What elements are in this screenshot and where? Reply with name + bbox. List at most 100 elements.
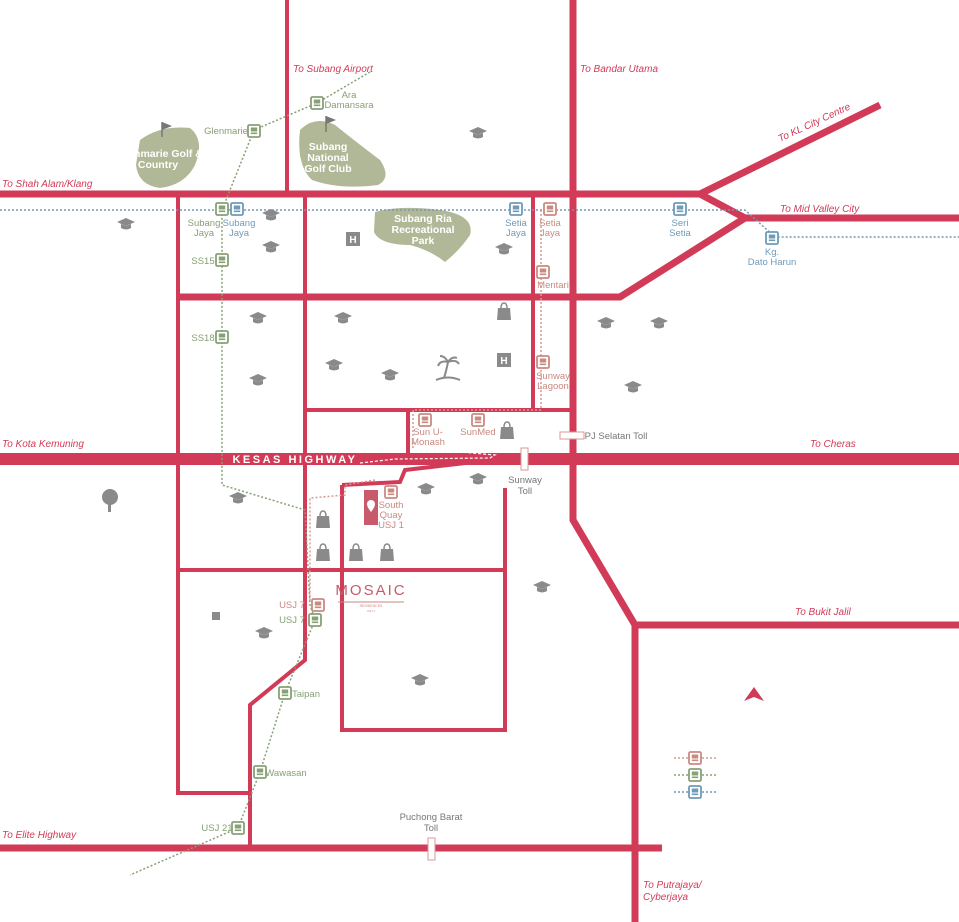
direction-bandar-utama: To Bandar Utama	[580, 64, 658, 75]
svg-text:Cyberjaya: Cyberjaya	[643, 892, 688, 903]
golf-flag-icon	[161, 122, 172, 137]
direction-kota-kemuning: To Kota Kemuning	[2, 439, 84, 450]
svg-text:RESIDENCES: RESIDENCES	[360, 604, 383, 608]
svg-text:Toll: Toll	[518, 486, 532, 497]
svg-text:Seri: Seri	[672, 218, 689, 229]
brt-station-icon	[688, 751, 702, 765]
station-seri-setia[interactable]: Seri Setia	[669, 202, 692, 239]
svg-text:SunMed: SunMed	[460, 427, 495, 438]
station-ss18[interactable]: SS18	[191, 330, 229, 344]
svg-text:Glenmarie: Glenmarie	[204, 126, 248, 137]
station-taipan[interactable]: Taipan	[278, 686, 320, 700]
svg-text:South: South	[379, 500, 404, 511]
station-kg-dato-harun[interactable]: Kg. Dato Harun	[748, 231, 797, 268]
direction-cheras: To Cheras	[810, 439, 856, 450]
svg-text:Subang: Subang	[309, 141, 348, 153]
brt-line	[412, 210, 542, 450]
project-location-marker[interactable]	[364, 490, 378, 525]
svg-text:USJ 7: USJ 7	[279, 600, 305, 611]
svg-text:Quay: Quay	[380, 510, 403, 521]
svg-text:Park: Park	[412, 235, 435, 247]
svg-text:Toll: Toll	[424, 823, 438, 834]
svg-text:Setia: Setia	[505, 218, 527, 229]
station-usj7-brt[interactable]: USJ 7	[279, 598, 325, 612]
station-ss15[interactable]: SS15	[191, 253, 229, 267]
station-subang-jaya-lrt[interactable]: Subang Jaya	[223, 202, 256, 239]
svg-text:National: National	[307, 152, 349, 164]
tree-icon	[102, 489, 118, 512]
station-usj21[interactable]: USJ 21	[201, 821, 245, 835]
svg-text:Country: Country	[138, 159, 178, 171]
toll-sunway: Sunway Toll	[508, 447, 542, 497]
svg-text:Setia: Setia	[539, 218, 561, 229]
direction-bukit-jalil: To Bukit Jalil	[795, 607, 852, 618]
svg-text:Lagoon: Lagoon	[537, 381, 569, 392]
svg-text:MOSAIC: MOSAIC	[335, 582, 406, 599]
svg-text:Dato Harun: Dato Harun	[748, 257, 797, 268]
direction-putrajaya: To Putrajaya/	[643, 880, 703, 891]
park-subang-ria: Subang Ria Recreational Park	[374, 207, 471, 262]
svg-text:Mentari: Mentari	[537, 280, 569, 291]
direction-elite-highway: To Elite Highway	[2, 830, 77, 841]
svg-text:USJ 7: USJ 7	[279, 615, 305, 626]
direction-subang-airport: To Subang Airport	[293, 64, 374, 75]
svg-text:Monash: Monash	[411, 437, 445, 448]
svg-text:USJ 1: USJ 1	[367, 609, 376, 613]
lrt-line	[0, 209, 959, 238]
svg-text:Sun U-: Sun U-	[413, 427, 443, 438]
svg-text:Wawasan: Wawasan	[265, 768, 306, 779]
park-glenmarie: Glenmarie Golf & Country	[117, 127, 203, 188]
svg-text:SS15: SS15	[191, 256, 214, 267]
svg-text:Subang: Subang	[223, 218, 256, 229]
svg-text:Golf Club: Golf Club	[304, 163, 351, 175]
svg-text:SS18: SS18	[191, 333, 214, 344]
svg-text:Sunway: Sunway	[536, 371, 570, 382]
ktm-line	[129, 71, 371, 876]
golf-flag-icon	[325, 116, 336, 132]
svg-text:H: H	[349, 235, 356, 246]
ktm-station-icon	[688, 768, 702, 782]
kesas-highway-label: KESAS HIGHWAY	[232, 454, 357, 466]
svg-text:Jaya: Jaya	[229, 228, 250, 239]
lrt-station-icon	[688, 785, 702, 799]
station-ara-damansara[interactable]: Ara Damansara	[310, 90, 374, 111]
station-sun-u-monash[interactable]: Sun U- Monash	[411, 413, 445, 448]
svg-text:USJ 21: USJ 21	[201, 823, 232, 834]
svg-text:Damansara: Damansara	[324, 100, 374, 111]
sunway-brt-overpass	[359, 451, 497, 464]
svg-text:Jaya: Jaya	[540, 228, 561, 239]
svg-text:Jaya: Jaya	[506, 228, 527, 239]
mosaic-residences-logo: MOSAIC RESIDENCES USJ 1	[335, 582, 406, 613]
toll-puchong-barat: Puchong Barat Toll	[400, 812, 463, 861]
station-setia-jaya-lrt[interactable]: Setia Jaya	[505, 202, 528, 239]
svg-text:Taipan: Taipan	[292, 689, 320, 700]
station-setia-jaya-brt[interactable]: Setia Jaya	[539, 202, 562, 239]
svg-text:Jaya: Jaya	[194, 228, 215, 239]
station-sunmed[interactable]: SunMed	[460, 413, 496, 438]
svg-text:Setia: Setia	[669, 228, 691, 239]
park-subang-national: Subang National Golf Club	[299, 121, 386, 187]
svg-text:Puchong Barat: Puchong Barat	[400, 812, 463, 823]
direction-shah-alam: To Shah Alam/Klang	[2, 179, 93, 190]
svg-text:PJ Selatan Toll: PJ Selatan Toll	[585, 431, 648, 442]
svg-text:Sunway: Sunway	[508, 475, 542, 486]
svg-text:H: H	[500, 356, 507, 367]
brt-line-south	[309, 479, 376, 606]
direction-mid-valley: To Mid Valley City	[780, 204, 860, 215]
svg-text:USJ 1: USJ 1	[378, 520, 404, 531]
station-wawasan[interactable]: Wawasan	[253, 765, 307, 779]
station-usj7-ktm[interactable]: USJ 7	[279, 613, 322, 627]
station-glenmarie[interactable]: Glenmarie	[204, 124, 261, 138]
landmark-icon	[212, 612, 220, 620]
svg-text:Kg.: Kg.	[765, 247, 779, 258]
station-sunway-lagoon[interactable]: Sunway Lagoon	[536, 355, 570, 392]
toll-pj-selatan: PJ Selatan Toll	[559, 431, 648, 442]
station-subang-jaya-ktm[interactable]: Subang Jaya	[188, 202, 229, 239]
palm-tree-icon	[435, 355, 461, 381]
svg-text:Glenmarie Golf &: Glenmarie Golf &	[117, 148, 203, 160]
svg-text:Ara: Ara	[342, 90, 358, 101]
station-south-quay[interactable]: South Quay USJ 1	[378, 485, 404, 531]
station-mentari[interactable]: Mentari	[536, 265, 569, 291]
svg-text:Subang: Subang	[188, 218, 221, 229]
